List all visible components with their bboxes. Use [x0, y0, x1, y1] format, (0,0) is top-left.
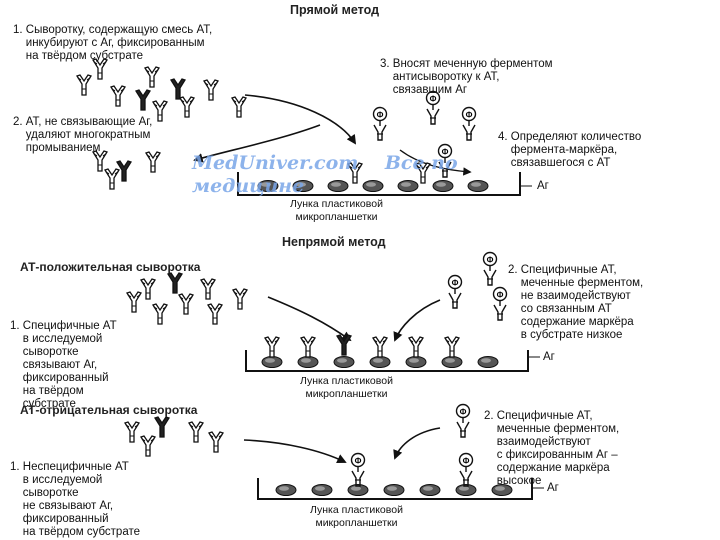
positive-step2-text: 2. Специфичные АТ, меченные ферментом, н…	[508, 264, 644, 341]
negative-serum-title: АТ-отрицательная сыворотка	[20, 403, 198, 417]
arrow-icon	[193, 124, 321, 163]
arrow-icon	[243, 439, 347, 464]
direct-well	[237, 143, 532, 196]
negative-well	[257, 452, 544, 500]
arrow-icon	[399, 149, 472, 176]
indirect-negative-scene	[124, 403, 544, 500]
positive-step1-text: 1. Специфичные АТ в исследуемой сыворотк…	[10, 320, 117, 410]
antibody-icon	[92, 150, 161, 190]
direct-step4-text: 4. Определяют количество фермента-маркёр…	[498, 131, 642, 169]
positive-serum-title: АТ-положительная сыворотка	[20, 260, 201, 274]
watermark-line2: медицине	[192, 175, 305, 197]
labeled-antibody-icon	[372, 90, 477, 141]
direct-step2-text: 2. АТ, не связывающие Аг, удаляют многок…	[13, 116, 153, 154]
direct-method-scene	[76, 58, 532, 196]
negative-ag-label: Аг	[547, 482, 559, 494]
direct-ag-label: Аг	[537, 180, 549, 192]
indirect-method-title: Непрямой метод	[282, 235, 386, 249]
direct-step3-text: 3. Вносят меченную ферментом антисыворот…	[380, 58, 553, 96]
antibody-icon	[124, 416, 224, 457]
positive-well-label: Лунка пластиковой микропланшетки	[300, 375, 393, 400]
negative-step1-text: 1. Неспецифичные АТ в исследуемой сыворо…	[10, 461, 141, 538]
positive-ag-label: Аг	[543, 351, 555, 363]
negative-well-label: Лунка пластиковой микропланшетки	[310, 504, 403, 529]
arrow-icon	[244, 94, 357, 145]
labeled-antibody-icon	[455, 403, 471, 438]
negative-step2-text: 2. Специфичные АТ, меченные ферментом, в…	[484, 410, 620, 487]
indirect-positive-scene	[126, 251, 540, 372]
antibody-icon	[126, 272, 248, 325]
arrow-icon	[393, 427, 441, 460]
antibody-icon	[76, 58, 247, 122]
labeled-antibody-icon	[447, 251, 508, 321]
direct-step1-text: 1. Сыворотку, содержащую смесь АТ, инкуб…	[13, 24, 213, 62]
arrow-icon	[267, 296, 352, 342]
direct-well-label: Лунка пластиковой микропланшетки	[290, 198, 383, 223]
arrow-icon	[393, 299, 441, 342]
direct-method-title: Прямой метод	[290, 3, 380, 17]
positive-well	[245, 334, 540, 372]
watermark-line1: MedUniver.com Все по	[192, 152, 458, 174]
